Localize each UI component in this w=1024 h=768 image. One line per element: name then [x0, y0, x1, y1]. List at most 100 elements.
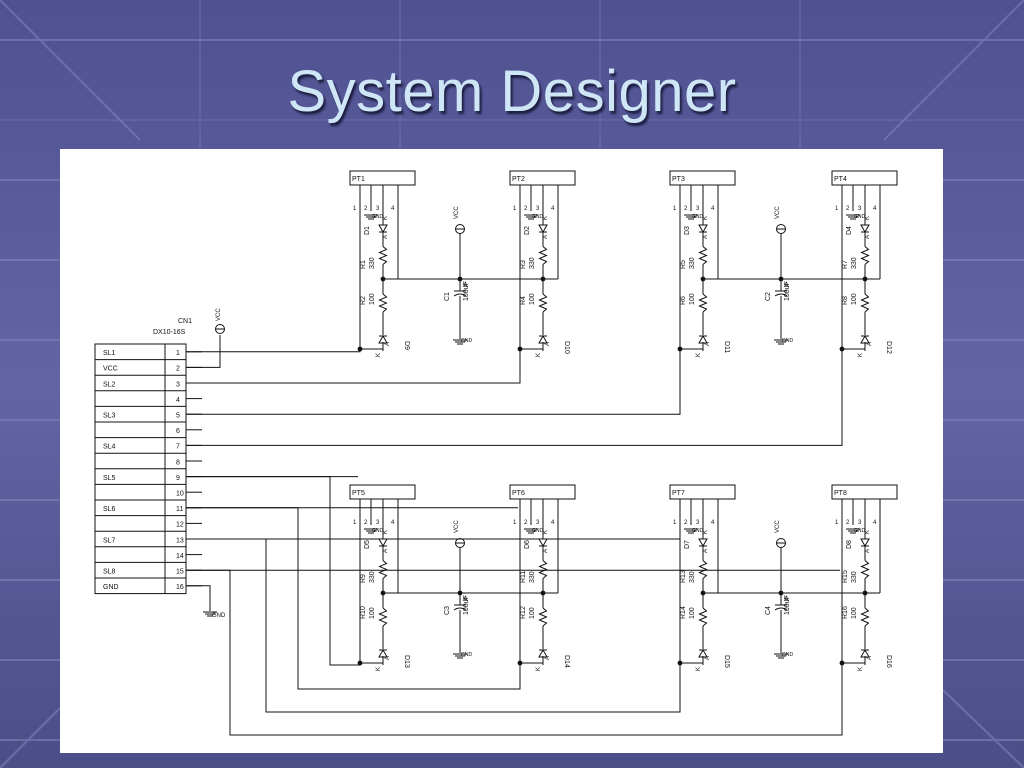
- resistor-value: 330: [689, 257, 696, 269]
- signal-wire-lower: [186, 538, 681, 713]
- pin-number: 4: [551, 206, 555, 212]
- cathode-label: K: [865, 216, 871, 220]
- output-diode-ref: D10: [563, 341, 570, 354]
- connector-pin-number: 14: [176, 553, 184, 560]
- vcc-label: VCC: [454, 206, 460, 219]
- gnd-label: GND: [854, 528, 866, 534]
- anode-label: A: [703, 549, 709, 553]
- resistor-value: 330: [851, 571, 858, 583]
- pin-number: 1: [353, 206, 357, 212]
- resistor-ref: R7: [842, 260, 849, 269]
- wire-vcc: [186, 335, 221, 368]
- cap-plus: A: [784, 282, 789, 289]
- pt-label: PT6: [512, 490, 525, 497]
- gnd-label: GND: [212, 613, 226, 619]
- anode-label: A: [705, 342, 711, 346]
- led-ref: D3: [684, 226, 691, 235]
- capacitor-symbol: [774, 293, 788, 297]
- led-diode: [698, 538, 708, 548]
- led-ref: D7: [684, 540, 691, 549]
- pin-number: 4: [711, 206, 715, 212]
- gnd-label: GND: [854, 214, 866, 220]
- output-diode: [860, 648, 870, 658]
- led-ref: D2: [524, 226, 531, 235]
- pt-label: PT3: [672, 176, 685, 183]
- connector-signal-label: SL4: [103, 444, 116, 451]
- pin-number: 1: [835, 520, 839, 526]
- capacitor-ref: C2: [765, 292, 772, 301]
- resistor-value: 330: [369, 571, 376, 583]
- pin-number: 4: [711, 520, 715, 526]
- led-diode: [698, 224, 708, 234]
- output-diode: [698, 648, 708, 658]
- cathode-label: K: [865, 530, 871, 534]
- connector-pin-number: 5: [176, 413, 180, 420]
- resistor-value: 100: [851, 607, 858, 619]
- phototransistor-header: [831, 170, 898, 186]
- connector-signal-label: SL1: [103, 350, 116, 357]
- led-ref: D6: [524, 540, 531, 549]
- output-diode: [378, 334, 388, 344]
- connector-pin-number: 16: [176, 584, 184, 591]
- capacitor-value: 100uF: [784, 595, 791, 615]
- capacitor-value: 100uF: [463, 595, 470, 615]
- junction-dot: [677, 346, 683, 352]
- output-diode-ref: D12: [885, 341, 892, 354]
- junction-dot: [700, 276, 706, 282]
- resistor-value: 100: [689, 607, 696, 619]
- gnd-label: GND: [692, 214, 704, 220]
- cathode-label: K: [376, 667, 382, 671]
- output-diode-ref: D9: [403, 341, 410, 350]
- led-diode: [538, 224, 548, 234]
- phototransistor-header: [349, 170, 416, 186]
- connector-pin-number: 6: [176, 428, 180, 435]
- connector-signal-label: SL6: [103, 506, 116, 513]
- signal-wire-lower: [186, 507, 521, 690]
- capacitor-symbol: [453, 607, 467, 611]
- led-ref: D8: [846, 540, 853, 549]
- pin-number: 3: [376, 520, 380, 526]
- connector-pin-number: 1: [176, 350, 180, 357]
- resistor-ref: R10: [360, 606, 367, 619]
- connector-signal-label: SL2: [103, 381, 116, 388]
- pt-label: PT1: [352, 176, 365, 183]
- resistor-330: [538, 560, 548, 579]
- cathode-label: K: [543, 530, 549, 534]
- pin-number: 1: [353, 520, 357, 526]
- cathode-label: K: [536, 667, 542, 671]
- anode-label: A: [705, 656, 711, 660]
- vcc-label: VCC: [216, 308, 222, 321]
- connector-ref: CN1: [178, 318, 192, 325]
- connector-pin-number: 10: [176, 491, 184, 498]
- phototransistor-header: [509, 170, 576, 186]
- gnd-label: GND: [692, 528, 704, 534]
- resistor-value: 330: [851, 257, 858, 269]
- resistor-100: [538, 293, 548, 313]
- connector-pin-number: 12: [176, 522, 184, 529]
- resistor-330: [378, 246, 388, 265]
- junction-dot: [457, 590, 463, 596]
- cathode-label: K: [696, 667, 702, 671]
- output-diode-ref: D15: [723, 655, 730, 668]
- pt-label: PT2: [512, 176, 525, 183]
- resistor-330: [698, 560, 708, 579]
- phototransistor-header: [509, 484, 576, 500]
- resistor-ref: R11: [520, 571, 527, 583]
- gnd-label: GND: [461, 652, 473, 658]
- pin-number: 2: [364, 206, 368, 212]
- anode-label: A: [865, 549, 871, 553]
- capacitor-symbol: [453, 293, 467, 297]
- connector-pin-number: 7: [176, 444, 180, 451]
- pt-label: PT8: [834, 490, 847, 497]
- led-diode: [538, 538, 548, 548]
- cap-plus: A: [463, 596, 468, 603]
- resistor-ref: R1: [360, 260, 367, 269]
- resistor-value: 100: [529, 607, 536, 619]
- resistor-ref: R16: [842, 606, 849, 619]
- pt-label: PT4: [834, 176, 847, 183]
- junction-dot: [457, 276, 463, 282]
- pt-label: PT7: [672, 490, 685, 497]
- junction-dot: [357, 346, 363, 352]
